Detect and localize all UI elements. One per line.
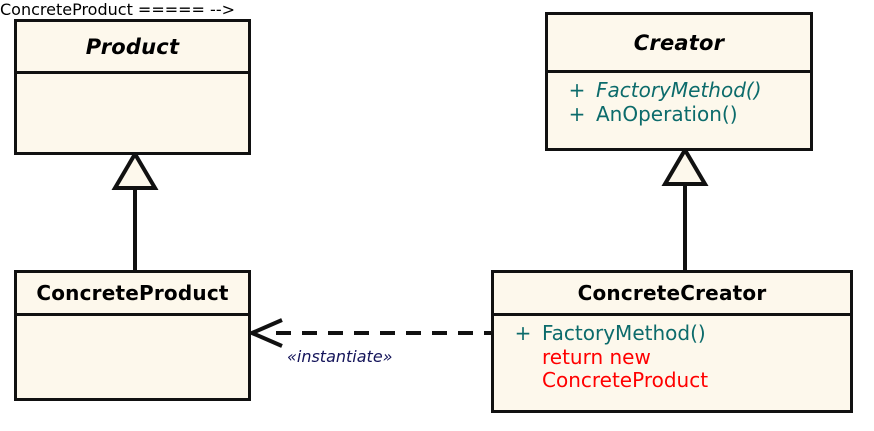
member-row: + AnOperation() [558, 101, 810, 127]
class-box-product[interactable]: Product [14, 19, 251, 155]
generalization-concrete-product-to-product [111, 150, 159, 272]
member-row: + FactoryMethod() [504, 321, 850, 346]
class-divider [548, 70, 810, 73]
member-note-line: return new [542, 344, 651, 369]
dependency-open-arrowhead [248, 318, 283, 348]
class-members-creator: + FactoryMethod() + AnOperation() [548, 73, 810, 148]
class-divider [17, 71, 248, 74]
member-note-line: ConcreteProduct [542, 368, 709, 393]
member-row: + FactoryMethod() [558, 78, 810, 103]
visibility-marker: + [568, 78, 586, 102]
class-members-product [17, 74, 248, 152]
member-note-row: return new [504, 344, 850, 370]
class-name-concrete-product: ConcreteProduct [36, 281, 229, 305]
generalization-triangle-arrowhead [661, 146, 709, 186]
class-members-concrete-product [17, 316, 248, 398]
visibility-marker: + [514, 321, 532, 345]
member-signature: FactoryMethod() [542, 321, 706, 345]
class-name-concrete-creator: ConcreteCreator [577, 281, 767, 305]
class-name-product: Product [85, 34, 180, 59]
class-box-concrete-product[interactable]: ConcreteProduct [14, 270, 251, 401]
generalization-concrete-creator-to-creator [661, 146, 709, 272]
class-members-concrete-creator: + FactoryMethod() return new ConcretePro… [494, 316, 850, 410]
member-note-row: ConcreteProduct [504, 369, 850, 393]
visibility-marker: + [568, 101, 586, 126]
class-divider [494, 313, 850, 316]
dependency-label-instantiate: «instantiate» [287, 347, 393, 366]
member-signature: FactoryMethod() [596, 78, 762, 102]
dependency-instantiate-arrow [248, 318, 496, 348]
class-box-concrete-creator[interactable]: ConcreteCreator + FactoryMethod() return… [491, 270, 853, 413]
class-name-creator: Creator [633, 30, 725, 55]
class-box-creator[interactable]: Creator + FactoryMethod() + AnOperation(… [545, 12, 813, 151]
member-signature: AnOperation() [596, 101, 738, 126]
class-divider [17, 313, 248, 316]
generalization-triangle-arrowhead [111, 150, 159, 190]
